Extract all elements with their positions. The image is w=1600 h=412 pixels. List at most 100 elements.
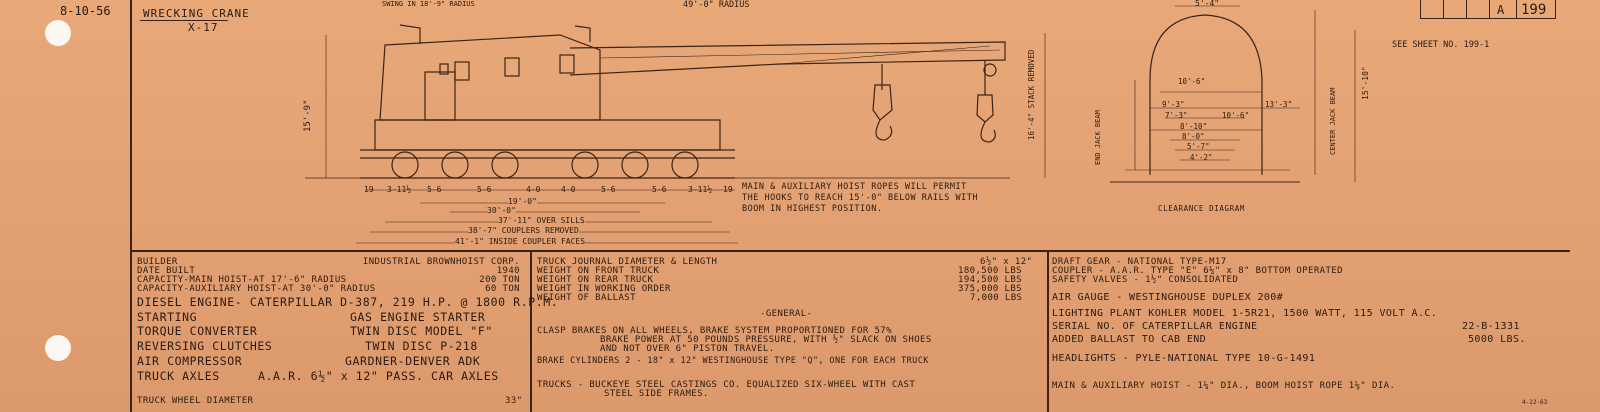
see-sheet-note: SEE SHEET NO. 199-1 <box>1392 40 1490 50</box>
drawing-date: 8-10-56 <box>60 4 111 18</box>
spec-air-compressor-label: AIR COMPRESSOR <box>137 354 243 368</box>
clearance-outline <box>1149 14 1263 175</box>
spec-truck-axles-value: A.A.R. 6½" x 12" PASS. CAR AXLES <box>258 369 499 383</box>
spec-starting-value: GAS ENGINE STARTER <box>350 310 486 324</box>
dim-seg: 3-11½ <box>387 185 412 194</box>
spec-main-hoist-label: CAPACITY-MAIN HOIST-AT 17'-6" RADIUS <box>137 275 347 285</box>
spec-reversing-label: REVERSING CLUTCHES <box>137 339 273 353</box>
ballast-cab-value: 5000 LBS. <box>1468 334 1526 345</box>
binder-hole-bottom <box>45 335 71 361</box>
clearance-diagram-label: CLEARANCE DIAGRAM <box>1158 204 1245 213</box>
dim-seg: 4-0 <box>526 185 541 194</box>
revision-date: 4-22-63 <box>1522 399 1548 406</box>
dim-seg: 5-6 <box>601 185 616 194</box>
serial-no-label: SERIAL NO. OF CATERPILLAR ENGINE <box>1052 321 1258 332</box>
frame-divider <box>130 250 1570 252</box>
sheet-letter: A <box>1497 3 1505 17</box>
dim-seg: 19 <box>723 185 733 194</box>
dim-seg: 5-6 <box>652 185 667 194</box>
spec-reversing-value: TWIN DISC P-218 <box>365 339 478 353</box>
spec-journal-label: TRUCK JOURNAL DIAMETER & LENGTH <box>537 257 718 267</box>
ballast-cab-label: ADDED BALLAST TO CAB END <box>1052 334 1207 345</box>
boom-radius-label: 49'-0" RADIUS <box>683 0 750 10</box>
hoist-note-line-1: MAIN & AUXILIARY HOIST ROPES WILL PERMIT <box>742 182 967 192</box>
general-heading: -GENERAL- <box>760 309 813 319</box>
cab-outline <box>379 34 601 121</box>
spec-wheel-diameter-label: TRUCK WHEEL DIAMETER <box>137 396 254 406</box>
dim-seg: 4-0 <box>561 185 576 194</box>
spec-rear-truck-value: 194,500 LBS <box>958 275 1023 285</box>
trucks-line-1: TRUCKS - BUCKEYE STEEL CASTINGS CO. EQUA… <box>537 380 916 390</box>
swing-radius-label: SWING IN 18'-9" RADIUS <box>382 0 475 8</box>
clearance-dim: 8'-0" <box>1182 132 1205 141</box>
spec-date-value: 1940 <box>496 266 520 276</box>
spec-front-truck-label: WEIGHT ON FRONT TRUCK <box>537 266 660 276</box>
clearance-top-dim: 5'-4" <box>1195 0 1220 8</box>
dim-37: 37'-11" OVER SILLS <box>498 216 585 225</box>
spec-main-hoist-value: 200 TON <box>479 275 520 285</box>
boom-outline <box>569 41 1006 76</box>
spec-torque-label: TORQUE CONVERTER <box>137 324 258 338</box>
trucks-line-2: STEEL SIDE FRAMES. <box>604 389 709 399</box>
clearance-dim: 10'-6" <box>1178 77 1206 86</box>
lighting-plant: LIGHTING PLANT KOHLER MODEL 1-5R21, 1500… <box>1052 308 1438 319</box>
spec-working-order-value: 375,000 LBS <box>958 284 1023 294</box>
dim-seg: 5-6 <box>427 185 442 194</box>
spec-builder-label: BUILDER <box>137 257 178 267</box>
column-divider-1 <box>530 250 532 412</box>
dim-seg: 5-6 <box>477 185 492 194</box>
clearance-dim: 4'-2" <box>1190 153 1213 162</box>
sheet-number-box <box>1516 0 1556 19</box>
brake-cylinders: BRAKE CYLINDERS 2 - 18" x 12" WESTINGHOU… <box>537 356 929 366</box>
dim-19: 19'-0" <box>508 197 537 206</box>
clearance-dim: 7'-3" <box>1165 111 1188 120</box>
clearance-dim: 10'-6" <box>1222 111 1250 120</box>
safety-valves: SAFETY VALVES - 1½" CONSOLIDATED <box>1052 275 1239 285</box>
spec-front-truck-value: 180,500 LBS <box>958 266 1023 276</box>
general-line-3: AND NOT OVER 6" PISTON TRAVEL. <box>600 344 775 354</box>
serial-no-value: 22-B-1331 <box>1462 321 1520 332</box>
frame-left-border <box>130 0 132 412</box>
spec-diesel-engine: DIESEL ENGINE- CATERPILLAR D-387, 219 H.… <box>137 295 559 309</box>
headlights: HEADLIGHTS - PYLE-NATIONAL TYPE 10-G-149… <box>1052 353 1316 364</box>
dim-38: 38'-7" COUPLERS REMOVED <box>468 226 579 235</box>
spec-working-order-label: WEIGHT IN WORKING ORDER <box>537 284 671 294</box>
center-jack-label: CENTER JACK BEAM <box>1329 87 1337 155</box>
coupler: COUPLER - A.A.R. TYPE "E" 6¼" x 8" BOTTO… <box>1052 266 1343 276</box>
crane-elevation-drawing <box>305 5 1356 244</box>
spec-builder-value: INDUSTRIAL BROWNHOIST CORP. <box>362 257 520 267</box>
left-height-label: 15'-9" <box>303 99 313 132</box>
spec-rear-truck-label: WEIGHT ON REAR TRUCK <box>537 275 654 285</box>
general-line-1: CLASP BRAKES ON ALL WHEELS, BRAKE SYSTEM… <box>537 326 892 336</box>
spec-ballast-value: 7,000 LBS <box>970 293 1023 303</box>
clearance-dim: 5'-7" <box>1187 142 1210 151</box>
spec-date-label: DATE BUILT <box>137 266 196 276</box>
stack-removed-label: 16'-4" STACK REMOVED <box>1027 49 1036 140</box>
title-underline <box>140 20 228 21</box>
clearance-dim: 8'-10" <box>1180 122 1208 131</box>
clearance-height-dim: 15'-10" <box>1361 66 1370 100</box>
spec-ballast-label: WEIGHT OF BALLAST <box>537 293 636 303</box>
hoist-ropes: MAIN & AUXILIARY HOIST - 1¼" DIA., BOOM … <box>1052 381 1396 391</box>
spec-wheel-diameter-value: 33" <box>505 396 523 406</box>
drawing-title: WRECKING CRANE <box>143 7 250 20</box>
spec-journal-value: 6½" x 12" <box>980 257 1033 267</box>
spec-air-compressor-value: GARDNER-DENVER ADK <box>345 354 481 368</box>
binder-hole-top <box>45 20 71 46</box>
general-line-2: BRAKE POWER AT 50 POUNDS PRESSURE, WITH … <box>600 335 932 345</box>
dim-seg: 19 <box>364 185 374 194</box>
clearance-dim: 13'-3" <box>1265 100 1293 109</box>
draft-gear: DRAFT GEAR - NATIONAL TYPE-M17 <box>1052 257 1227 267</box>
spec-torque-value: TWIN DISC MODEL "F" <box>350 324 493 338</box>
sheet-number: 199 <box>1521 2 1547 18</box>
drawing-model: X-17 <box>188 21 219 34</box>
hoist-note-line-2: THE HOOKS TO REACH 15'-0" BELOW RAILS WI… <box>742 193 978 203</box>
spec-truck-axles-label: TRUCK AXLES <box>137 369 220 383</box>
dim-30: 30'-0" <box>487 206 516 215</box>
hoist-note-line-3: BOOM IN HIGHEST POSITION. <box>742 204 883 214</box>
end-jack-label: END JACK BEAM <box>1094 110 1102 165</box>
air-gauge: AIR GAUGE - WESTINGHOUSE DUPLEX 200# <box>1052 292 1284 303</box>
spec-aux-hoist-label: CAPACITY-AUXILIARY HOIST-AT 30'-0" RADIU… <box>137 284 376 294</box>
spec-aux-hoist-value: 60 TON <box>485 284 520 294</box>
